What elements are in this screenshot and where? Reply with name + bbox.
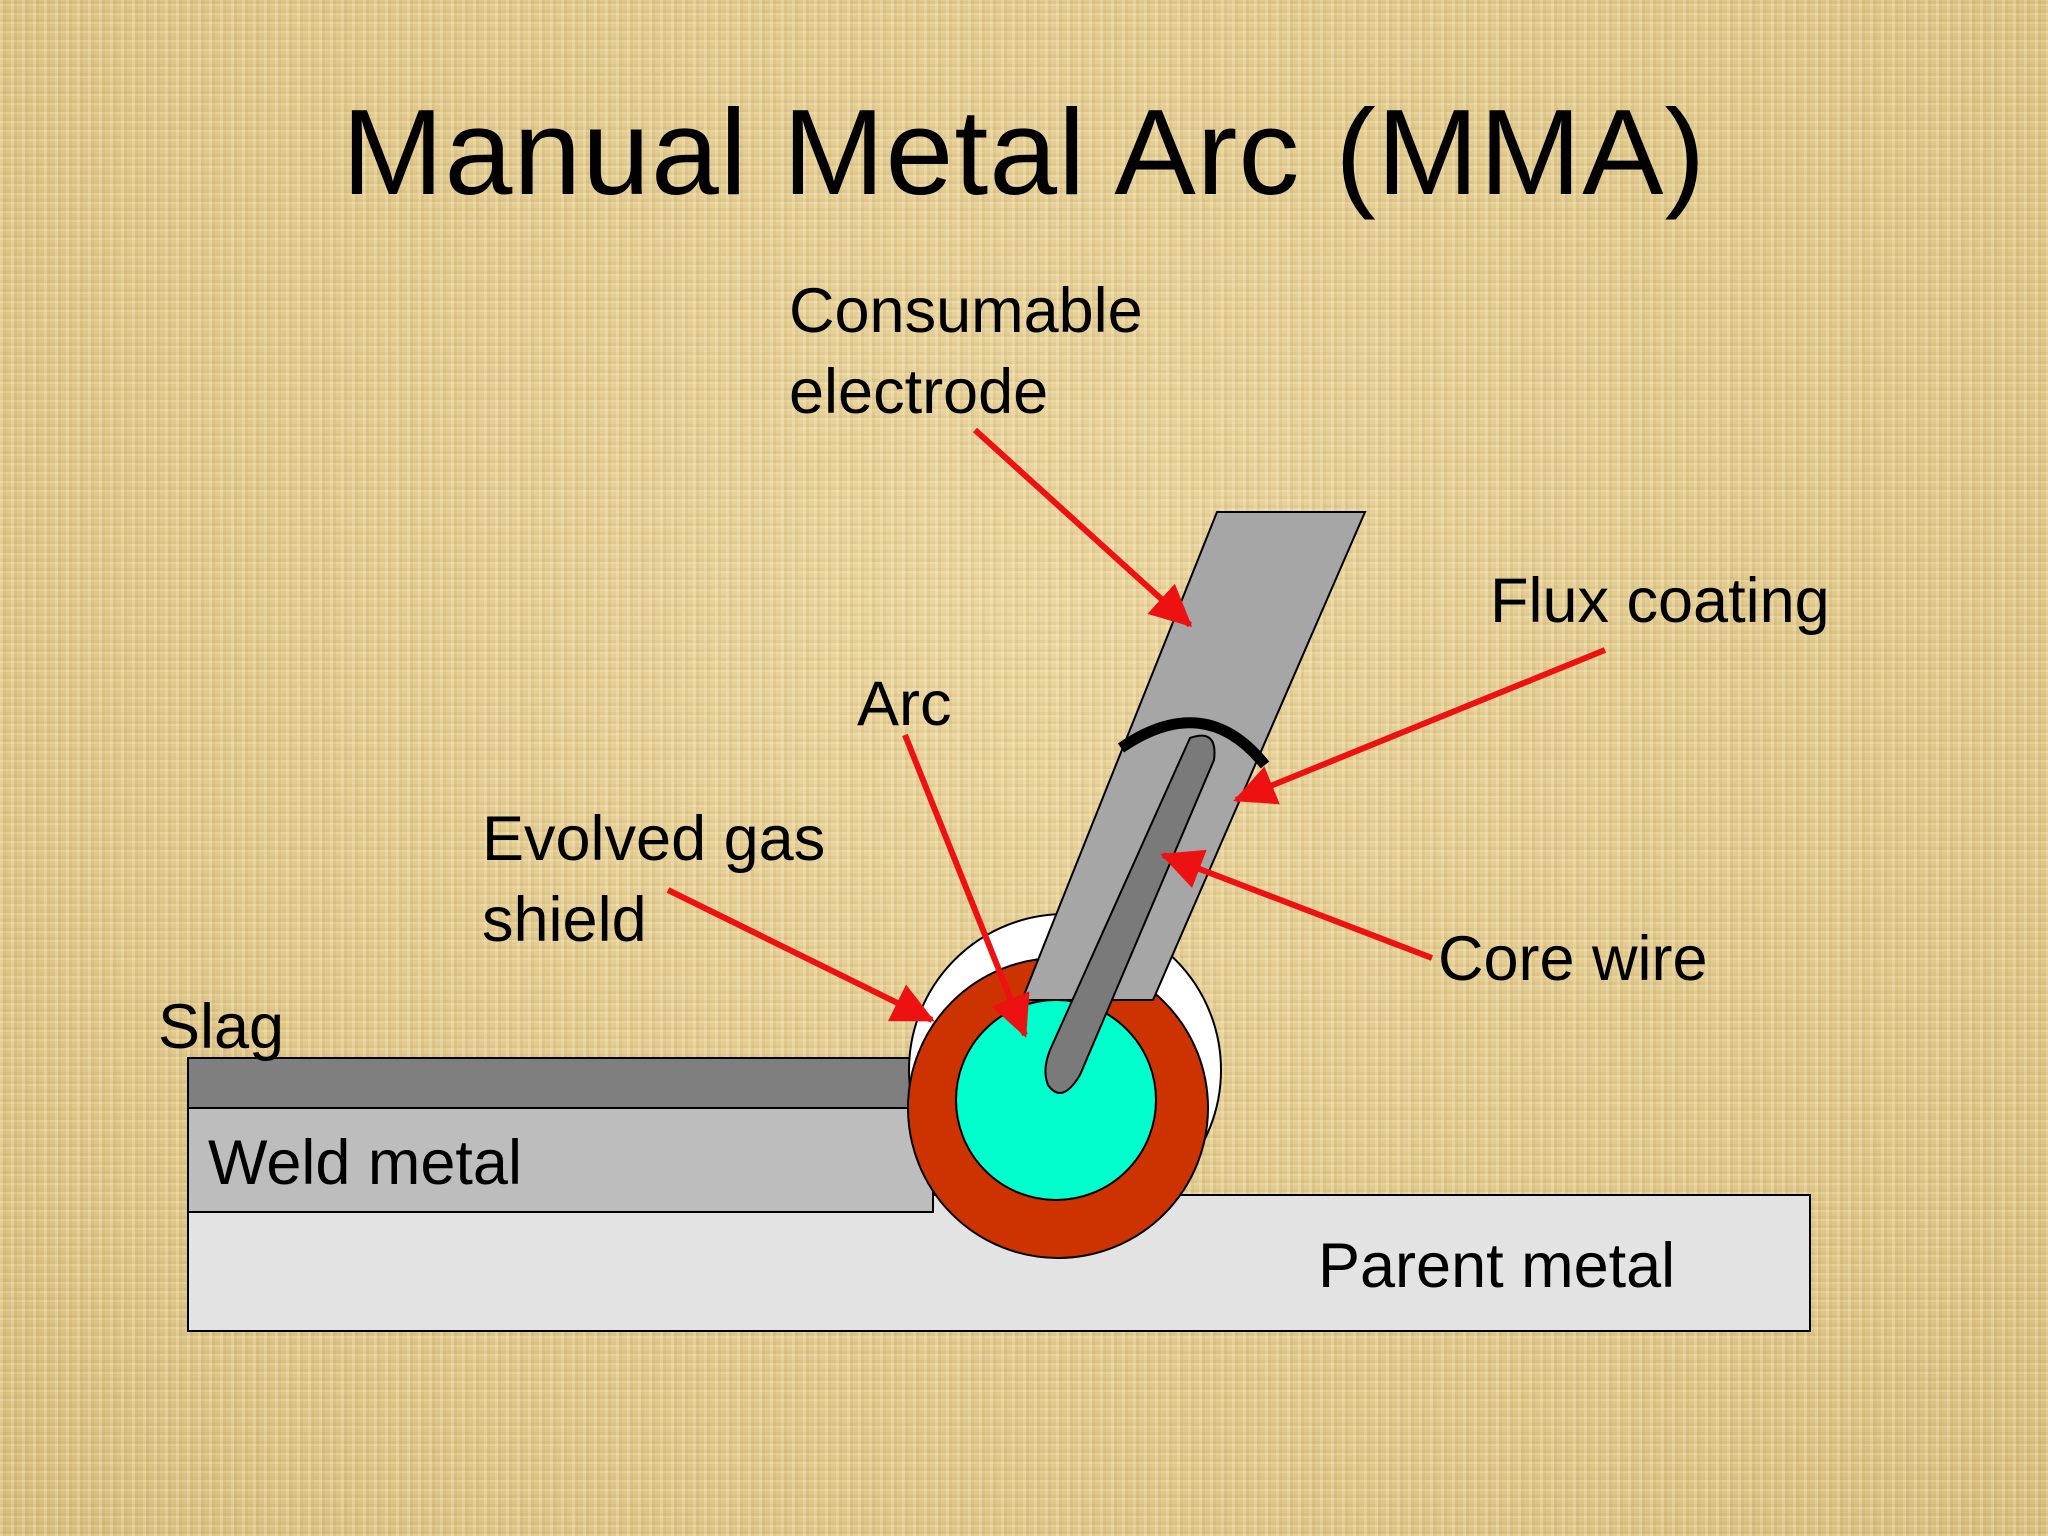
slag-layer	[187, 1057, 934, 1109]
label-evolved-gas-shield-line1: Evolved gas	[482, 804, 826, 874]
label-consumable-electrode-line2: electrode	[789, 357, 1049, 427]
arrow-evolved-gas-shield	[666, 887, 935, 1023]
label-consumable-electrode: Consumable electrode	[789, 280, 1143, 424]
arrow-consumable-electrode	[972, 427, 1193, 628]
label-core-wire: Core wire	[1438, 924, 1708, 994]
label-parent-metal: Parent metal	[1318, 1231, 1676, 1301]
label-weld-metal: Weld metal	[208, 1128, 522, 1198]
arrow-flux-coating	[1233, 647, 1607, 805]
label-consumable-electrode-line1: Consumable	[789, 276, 1143, 346]
label-flux-coating: Flux coating	[1490, 566, 1830, 636]
label-slag: Slag	[158, 992, 285, 1062]
core-wire	[1044, 734, 1216, 1094]
arrow-arc	[902, 733, 1030, 1038]
arc-glow	[955, 999, 1157, 1201]
label-evolved-gas-shield: Evolved gas shield	[482, 808, 825, 952]
page-title: Manual Metal Arc (MMA)	[341, 84, 1707, 220]
arrow-core-wire	[1160, 849, 1434, 961]
label-arc: Arc	[857, 669, 952, 739]
electrode-section-arc	[1117, 717, 1270, 769]
label-evolved-gas-shield-line2: shield	[482, 885, 647, 955]
